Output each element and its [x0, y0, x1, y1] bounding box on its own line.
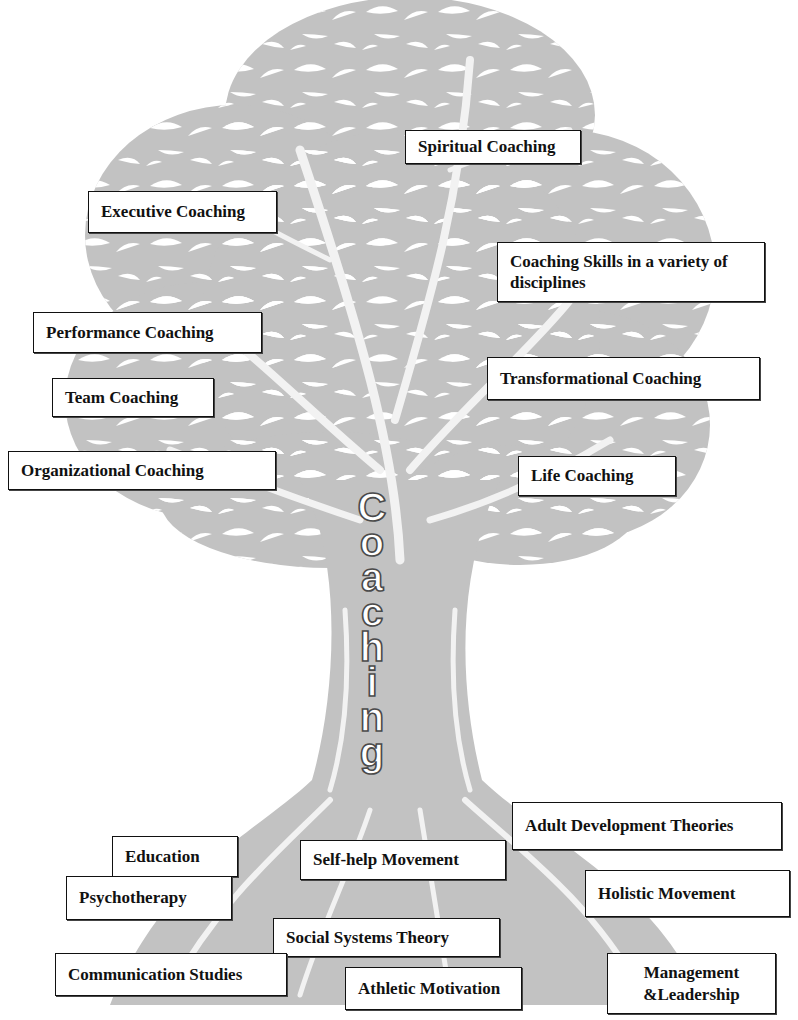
root-box: Adult Development Theories — [512, 802, 782, 850]
node-text: Organizational Coaching — [21, 460, 204, 481]
root-box: Self-help Movement — [300, 840, 506, 880]
node-text: Athletic Motivation — [358, 978, 500, 999]
node-text: Management &Leadership — [620, 962, 763, 1005]
node-text: Self-help Movement — [313, 849, 459, 870]
branch-box: Performance Coaching — [33, 312, 262, 353]
node-text: Communication Studies — [68, 964, 242, 985]
branch-box: Team Coaching — [52, 378, 214, 417]
branch-box: Transformational Coaching — [487, 357, 760, 400]
root-box: Psychotherapy — [66, 876, 232, 920]
node-text: Psychotherapy — [79, 887, 187, 908]
branch-box: Coaching Skills in a variety of discipli… — [497, 242, 765, 302]
node-text: Spiritual Coaching — [418, 136, 555, 157]
branch-box: Life Coaching — [518, 456, 676, 496]
root-box: Communication Studies — [55, 953, 287, 996]
node-text: Coaching Skills in a variety of discipli… — [510, 251, 752, 294]
root-box: Education — [112, 836, 238, 877]
branch-box: Executive Coaching — [88, 191, 277, 233]
node-text: Performance Coaching — [46, 322, 214, 343]
node-text: Life Coaching — [531, 465, 633, 486]
node-text: Holistic Movement — [598, 883, 735, 904]
node-text: Transformational Coaching — [500, 368, 701, 389]
branch-box: Organizational Coaching — [8, 451, 276, 490]
node-text: Social Systems Theory — [286, 927, 449, 948]
root-box: Holistic Movement — [585, 870, 790, 917]
root-box: Management &Leadership — [607, 953, 776, 1014]
root-box: Social Systems Theory — [273, 918, 500, 957]
node-text: Executive Coaching — [101, 201, 245, 222]
trunk-label: Coaching — [356, 490, 388, 770]
root-box: Athletic Motivation — [345, 967, 522, 1010]
node-text: Adult Development Theories — [525, 815, 733, 836]
node-text: Education — [125, 846, 200, 867]
branch-box: Spiritual Coaching — [405, 130, 581, 164]
node-text: Team Coaching — [65, 387, 178, 408]
